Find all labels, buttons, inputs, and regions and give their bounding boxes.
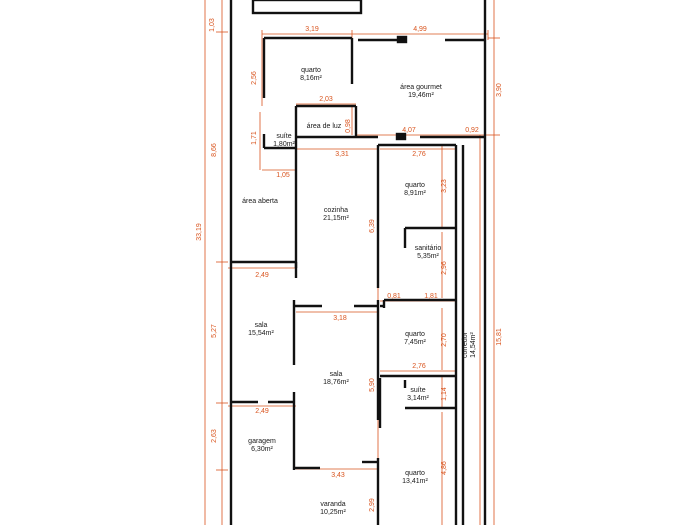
room-sanitario-area: 5,35m² bbox=[417, 253, 439, 260]
dim-label: 4,07 bbox=[402, 127, 416, 134]
room-quarto-1-name: quarto bbox=[301, 67, 321, 74]
dim-label: 5,90 bbox=[369, 378, 376, 392]
room-garagem-name: garagem bbox=[248, 438, 276, 445]
dim-label: 1,03 bbox=[209, 18, 216, 32]
room-area-gourmet-area: 19,46m² bbox=[408, 92, 434, 99]
room-suite-1-name: suíte bbox=[276, 133, 291, 140]
room-cozinha-name: cozinha bbox=[324, 207, 348, 214]
dim-label: 2,99 bbox=[369, 498, 376, 512]
dim-label: 2,63 bbox=[211, 429, 218, 443]
room-quarto-3-name: quarto bbox=[405, 331, 425, 338]
walls bbox=[229, 0, 487, 525]
room-suite-1-area: 1,80m² bbox=[273, 141, 295, 148]
dim-label: 33,19 bbox=[196, 223, 203, 241]
dim-label: 6,39 bbox=[369, 219, 376, 233]
room-quarto-4-area: 13,41m² bbox=[402, 478, 428, 485]
dim-label: 2,49 bbox=[255, 272, 269, 279]
dim-label: 3,43 bbox=[331, 472, 345, 479]
room-area-gourmet-name: área gourmet bbox=[400, 84, 442, 91]
dim-label: 1,81 bbox=[424, 293, 438, 300]
room-quarto-2-name: quarto bbox=[405, 182, 425, 189]
room-corredor-name: corredor bbox=[462, 331, 469, 358]
room-quarto-1-area: 8,16m² bbox=[300, 75, 322, 82]
room-quarto-3-area: 7,45m² bbox=[404, 339, 426, 346]
room-sala-2-name: sala bbox=[330, 371, 343, 378]
dim-label: 2,03 bbox=[319, 96, 333, 103]
dim-label: 0,81 bbox=[387, 293, 401, 300]
dim-label: 0,92 bbox=[465, 127, 479, 134]
room-suite-2-area: 3,14m² bbox=[407, 395, 429, 402]
room-quarto-2-area: 8,91m² bbox=[404, 190, 426, 197]
dim-label: 2,76 bbox=[412, 151, 426, 158]
dim-label: 8,66 bbox=[211, 143, 218, 157]
room-corredor-area: 14,54m² bbox=[470, 331, 477, 357]
dim-label: 2,49 bbox=[255, 408, 269, 415]
dim-label: 5,27 bbox=[211, 324, 218, 338]
room-sala-1-area: 15,54m² bbox=[248, 330, 274, 337]
dim-label: 2,56 bbox=[251, 71, 258, 85]
room-area-de-luz-name: área de luz bbox=[307, 123, 342, 130]
dim-label: 15,81 bbox=[496, 328, 503, 346]
dim-label: 1,05 bbox=[276, 172, 290, 179]
dim-label: 3,90 bbox=[496, 83, 503, 97]
dim-label: 2,96 bbox=[441, 261, 448, 275]
room-labels: quarto 8,16m² área gourmet 19,46m² suíte… bbox=[242, 67, 477, 516]
dim-label: 3,19 bbox=[305, 26, 319, 33]
room-sala-1-name: sala bbox=[255, 322, 268, 329]
room-garagem-area: 6,30m² bbox=[251, 446, 273, 453]
room-cozinha-area: 21,15m² bbox=[323, 215, 349, 222]
room-varanda-area: 10,25m² bbox=[320, 509, 346, 516]
dim-label: 1,71 bbox=[251, 131, 258, 145]
room-varanda-name: varanda bbox=[320, 501, 345, 508]
room-suite-2-name: suíte bbox=[410, 387, 425, 394]
room-area-aberta-name: área aberta bbox=[242, 198, 278, 205]
dim-label: 1,14 bbox=[441, 387, 448, 401]
dim-label: 3,31 bbox=[335, 151, 349, 158]
dim-label: 2,70 bbox=[441, 333, 448, 347]
room-sala-2-area: 18,76m² bbox=[323, 379, 349, 386]
dim-label: 4,99 bbox=[413, 26, 427, 33]
dim-label: 4,86 bbox=[441, 461, 448, 475]
dim-label: 2,76 bbox=[412, 363, 426, 370]
dimension-labels: 1,03 3,19 4,99 3,90 2,56 2,03 0,98 1,71 … bbox=[196, 18, 503, 512]
dim-label: 0,98 bbox=[345, 119, 352, 133]
dim-label: 3,23 bbox=[441, 179, 448, 193]
room-quarto-4-name: quarto bbox=[405, 470, 425, 477]
dim-label: 3,18 bbox=[333, 315, 347, 322]
room-sanitario-name: sanitário bbox=[415, 245, 442, 252]
